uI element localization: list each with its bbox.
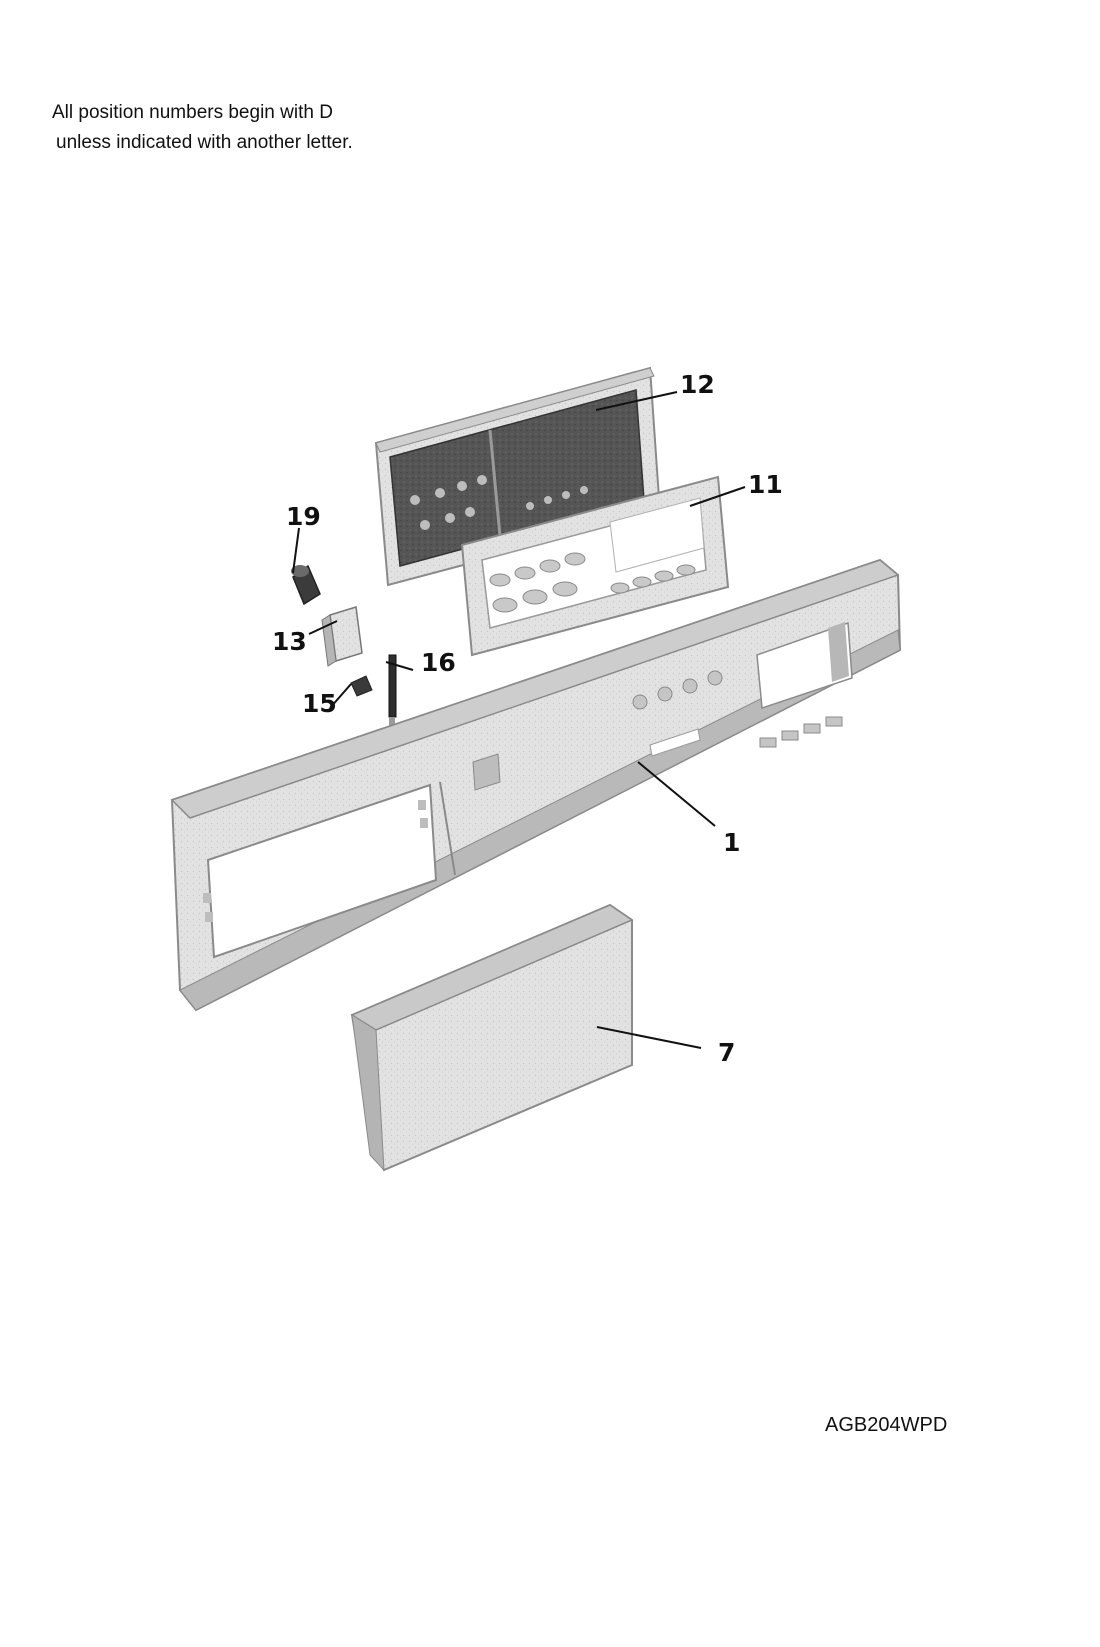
callout-16: 16	[421, 648, 456, 677]
leader-lines	[292, 391, 746, 1049]
part-19-knob	[291, 564, 321, 606]
callout-15: 15	[302, 689, 337, 718]
instruction-note: All position numbers begin with D unless…	[52, 98, 353, 158]
callout-12: 12	[680, 370, 715, 399]
part-13-block	[321, 606, 363, 667]
part-15-clip	[350, 675, 373, 697]
part-7-cover-panel	[350, 903, 634, 1172]
instruction-line-1: All position numbers begin with D	[52, 102, 333, 123]
callout-1: 1	[723, 828, 740, 857]
instruction-line-2: unless indicated with another letter.	[56, 132, 353, 153]
callout-19: 19	[286, 502, 321, 531]
model-code: AGB204WPD	[825, 1414, 948, 1436]
callout-11: 11	[748, 470, 783, 499]
part-11-overlay-panel	[460, 475, 730, 657]
callout-7: 7	[718, 1038, 735, 1067]
part-1-control-panel	[170, 558, 902, 1012]
callout-13: 13	[272, 627, 307, 656]
